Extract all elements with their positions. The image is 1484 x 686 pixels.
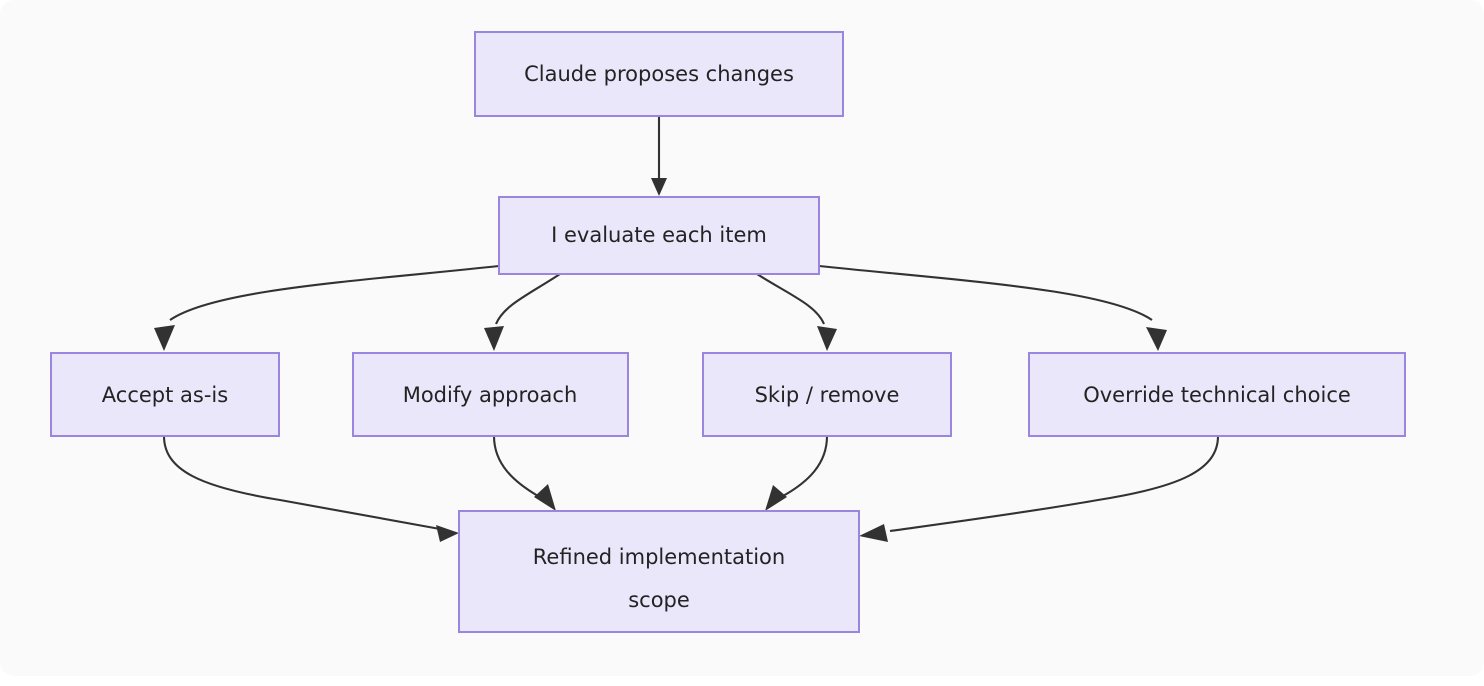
node-override-technical-choice[interactable]: Override technical choice [1028,352,1406,437]
node-skip-remove[interactable]: Skip / remove [702,352,952,437]
edge-accept-refined [162,435,459,542]
node-label-refined-line2: scope [628,588,690,612]
node-label-refined-line1: Refined implementation [533,545,785,569]
node-label-evaluate: I evaluate each item [551,223,767,247]
edge-evaluate-accept [154,264,500,351]
node-label-skip: Skip / remove [755,383,900,407]
node-label-accept: Accept as-is [102,383,228,407]
node-modify-approach[interactable]: Modify approach [352,352,629,437]
edge-modify-refined [492,435,556,511]
edge-override-refined [859,435,1220,542]
node-refined-implementation-scope[interactable]: Refined implementation scope [458,510,860,633]
node-label-override: Override technical choice [1083,383,1351,407]
edge-propose-evaluate [651,116,667,196]
edge-evaluate-skip [756,273,837,351]
node-i-evaluate-each-item[interactable]: I evaluate each item [498,196,820,275]
edges-layer [154,116,1220,542]
edge-skip-refined [765,435,829,511]
node-label-modify: Modify approach [403,383,578,407]
node-claude-proposes-changes[interactable]: Claude proposes changes [474,31,844,117]
node-label-propose: Claude proposes changes [524,62,794,86]
edge-evaluate-override [818,264,1167,351]
node-accept-as-is[interactable]: Accept as-is [50,352,280,437]
nodes-layer: Claude proposes changes I evaluate each … [50,31,1406,633]
edge-evaluate-modify [484,273,561,351]
